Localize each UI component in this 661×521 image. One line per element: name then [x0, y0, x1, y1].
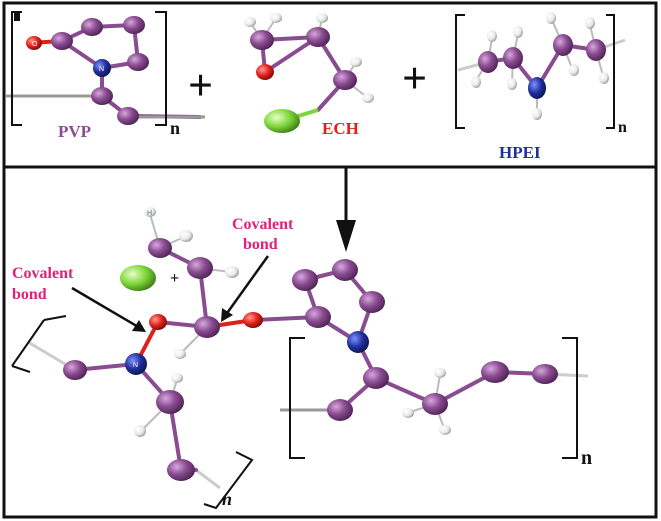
- pvp-atom-n-label: N: [99, 66, 104, 73]
- hpei-subscript: n: [618, 119, 627, 136]
- product-atom-h-label: H: [147, 210, 152, 217]
- bottom-panel-frame: [2, 165, 658, 519]
- right-subscript: n: [581, 447, 592, 469]
- charge-plus: +: [170, 270, 179, 287]
- covalent-bond-label-left-line2: bond: [12, 286, 47, 303]
- covalent-bond-arrow-left: [71, 286, 146, 332]
- product-molecule: H N: [11, 207, 589, 510]
- reaction-arrow: [336, 167, 356, 252]
- pvp-label: PVP: [58, 122, 91, 141]
- covalent-bond-label-right-line1: Covalent: [232, 216, 294, 233]
- ech-molecule: [244, 13, 374, 133]
- pvp-subscript: n: [170, 118, 180, 138]
- left-subscript: n: [222, 489, 232, 509]
- hpei-label: HPEI: [499, 143, 541, 162]
- covalent-bond-arrow-right: [221, 255, 270, 322]
- covalent-bond-label-left-line1: Covalent: [12, 265, 74, 282]
- hpei-molecule: [455, 12, 626, 129]
- right-unit-bracket: [289, 337, 305, 459]
- left-chain-bracket-left: [11, 315, 67, 373]
- plus-sign-2: +: [402, 54, 427, 103]
- pvp-molecule: O N: [6, 11, 205, 126]
- hpei-bracket: [455, 14, 465, 129]
- covalent-bond-label-right-line2: bond: [243, 236, 278, 253]
- plus-sign-1: +: [188, 61, 213, 110]
- left-chain-bracket-right: [203, 451, 254, 510]
- pvp-bracket: [11, 11, 22, 126]
- product-atom-n-label: N: [133, 362, 138, 369]
- ech-label: ECH: [322, 119, 359, 138]
- pvp-atom-o-label: O: [32, 41, 38, 48]
